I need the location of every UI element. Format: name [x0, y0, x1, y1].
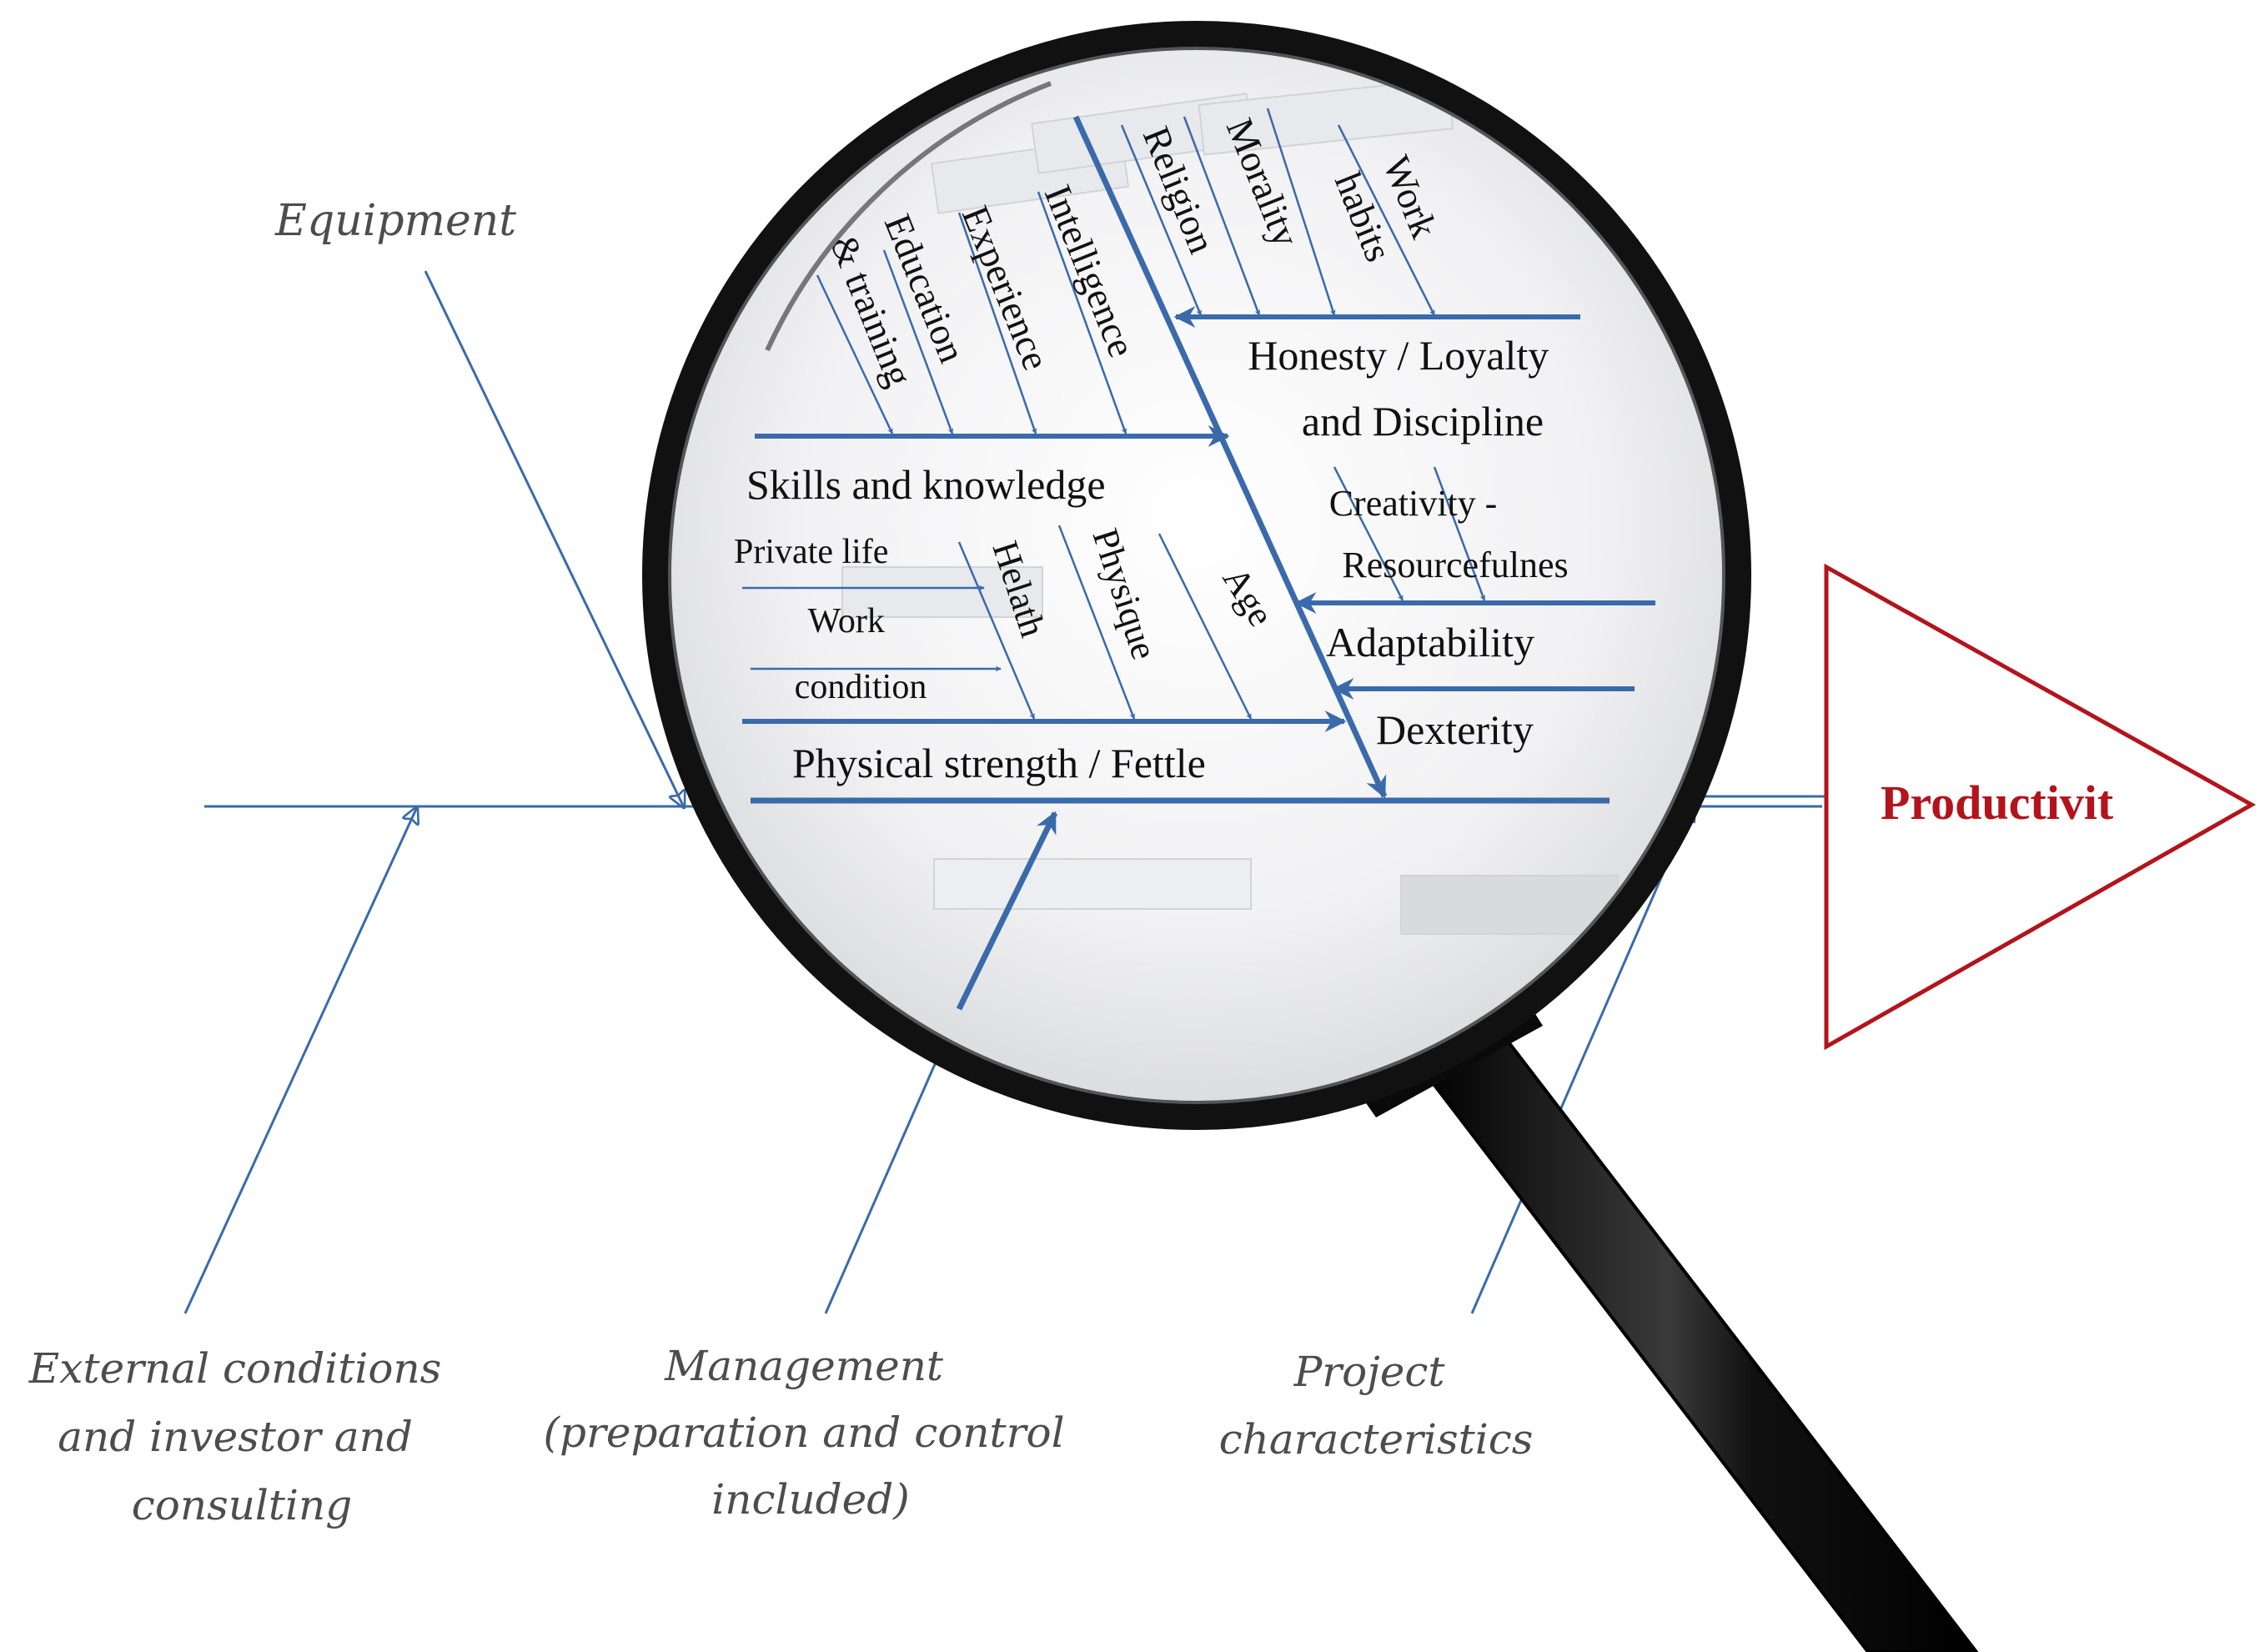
- outer-labels: Equipment External conditions and invest…: [28, 196, 1534, 1529]
- management-label-line1: Management: [664, 1342, 944, 1390]
- equipment-bone: [424, 270, 684, 807]
- equipment-label: Equipment: [274, 196, 516, 246]
- honesty-branch: [1120, 108, 1580, 328]
- work-condition-label: Work condition: [795, 602, 927, 706]
- physical-title: Physical strength / Fettle: [792, 740, 1206, 786]
- effect-box: Productivit: [1824, 563, 2257, 1051]
- project-bone: [1470, 805, 1693, 1314]
- effect-label: Productivit: [1881, 776, 2114, 830]
- right-branches: [1294, 466, 1655, 700]
- effect-triangle: [1824, 563, 2257, 1051]
- skills-branch: [755, 191, 1230, 447]
- honesty-title: Honesty / Loyalty and Discipline: [1248, 332, 1559, 444]
- project-label: Project characteristics: [1219, 1348, 1534, 1464]
- private-life-label: Private life: [734, 533, 888, 571]
- project-label-line1: Project: [1293, 1348, 1446, 1396]
- external-label: External conditions and investor and con…: [28, 1344, 455, 1529]
- skills-title: Skills and knowledge: [746, 461, 1106, 508]
- management-label: Management (preparation and control incl…: [543, 1342, 1077, 1524]
- magnifier-lens: Skills and knowledge Education & trainin…: [642, 21, 1751, 1130]
- project-label-line2: characteristics: [1219, 1415, 1534, 1464]
- external-label-line2: and investor and: [58, 1413, 413, 1461]
- external-bone: [183, 807, 417, 1314]
- physical-branch: [742, 525, 1347, 732]
- adaptability-label: Adaptability: [1326, 619, 1534, 665]
- creativity-label: Creativity - Resourcefulnes: [1329, 483, 1569, 585]
- management-label-line3: included): [711, 1475, 910, 1524]
- management-label-line2: (preparation and control: [543, 1408, 1064, 1457]
- external-label-line1: External conditions: [28, 1344, 442, 1393]
- management-inner-arrow: [956, 811, 1058, 1011]
- lens-rim-outer: [642, 21, 1751, 1130]
- external-label-line3: consulting: [132, 1481, 352, 1529]
- dexterity-label: Dexterity: [1376, 706, 1534, 753]
- lens-rim-highlight: [668, 47, 1725, 1104]
